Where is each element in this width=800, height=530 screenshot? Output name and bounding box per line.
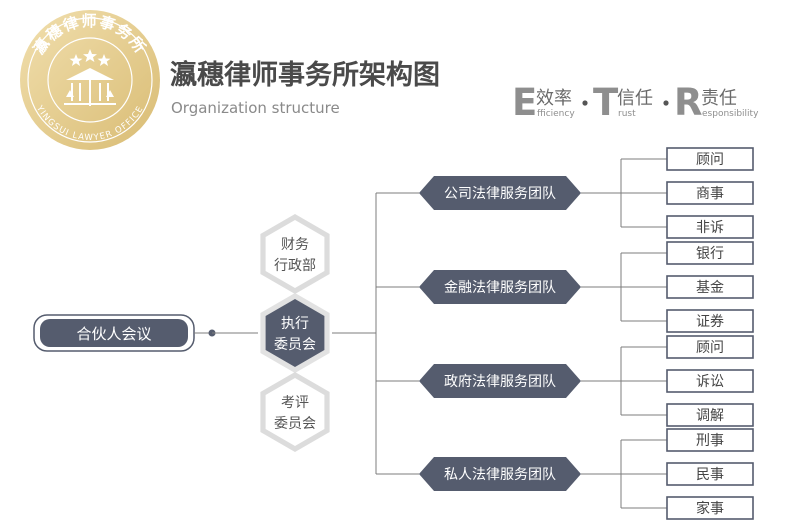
practice-item-label: 刑事	[696, 433, 724, 449]
page-subtitle: Organization structure	[171, 99, 340, 117]
firm-logo: 瀛穗律师事务所 YINGSUI LAWYER OFFICE	[20, 10, 160, 150]
practice-item-box	[666, 369, 754, 393]
practice-item-label: 顾问	[696, 152, 724, 168]
practice-item-box	[666, 241, 754, 265]
logo-star-icon	[69, 49, 111, 66]
page-title: 瀛穗律师事务所架构图	[170, 59, 440, 91]
team-capsule	[419, 457, 581, 491]
practice-item-label: 证券	[696, 314, 724, 330]
slogan-word-efficiency: 效率	[536, 88, 572, 109]
committee-label-line2: 委员会	[274, 416, 316, 432]
practice-item-label: 诉讼	[696, 374, 724, 390]
root-node-label: 合伙人会议	[76, 325, 151, 343]
practice-item-label: 家事	[696, 500, 724, 517]
slogan-word-responsibility: 责任	[701, 88, 737, 109]
slogan-dot	[582, 100, 588, 106]
practice-item-box	[666, 496, 754, 520]
practice-item-box	[666, 462, 754, 486]
practice-item-label: 顾问	[696, 340, 724, 356]
practice-item-label: 商事	[696, 186, 724, 202]
practice-item-box	[666, 275, 754, 299]
slogan-letter-e: E	[512, 81, 537, 124]
committee-label-line2: 委员会	[274, 337, 316, 353]
team-label: 私人法律服务团队	[444, 467, 556, 483]
slogan-word-trust: 信任	[617, 88, 653, 109]
practice-item-label: 基金	[696, 279, 724, 296]
committee-label-line1: 考评	[281, 395, 309, 411]
team-label: 公司法律服务团队	[444, 186, 556, 202]
practice-item-label: 非诉	[696, 220, 724, 236]
team-capsule	[419, 364, 581, 398]
team-capsule	[419, 176, 581, 210]
practice-item-box	[666, 309, 754, 333]
slogan-letter-r: R	[674, 81, 703, 124]
slogan-small-trust: rust	[618, 109, 636, 119]
slogan-dot	[663, 100, 669, 106]
slogan-letter-t: T	[593, 81, 619, 124]
committee-hexagon-inner	[265, 378, 325, 446]
practice-item-box	[666, 335, 754, 359]
team-label: 金融法律服务团队	[444, 280, 556, 296]
practice-item-label: 调解	[696, 408, 724, 424]
team-capsule	[419, 270, 581, 304]
committee-label-line1: 财务	[281, 237, 309, 253]
slogan: E 效率 fficiency T 信任 rust R 责任 esponsibil…	[512, 81, 759, 124]
scales-of-justice-icon	[64, 68, 116, 106]
committee-hexagon-inner	[265, 299, 325, 367]
practice-item-box	[666, 403, 754, 427]
slogan-small-efficiency: fficiency	[537, 109, 575, 119]
practice-item-box	[666, 428, 754, 452]
practice-item-box	[666, 181, 754, 205]
team-label: 政府法律服务团队	[444, 374, 556, 390]
committee-label-line1: 执行	[281, 316, 309, 332]
root-node: 合伙人会议	[33, 314, 195, 352]
practice-item-box	[666, 215, 754, 239]
committee-hexagon-inner	[265, 220, 325, 288]
committee-label-line2: 行政部	[274, 258, 316, 274]
slogan-small-responsibility: esponsibility	[702, 109, 759, 119]
practice-item-label: 银行	[696, 246, 724, 262]
practice-item-label: 民事	[696, 467, 724, 483]
practice-item-box	[666, 147, 754, 171]
